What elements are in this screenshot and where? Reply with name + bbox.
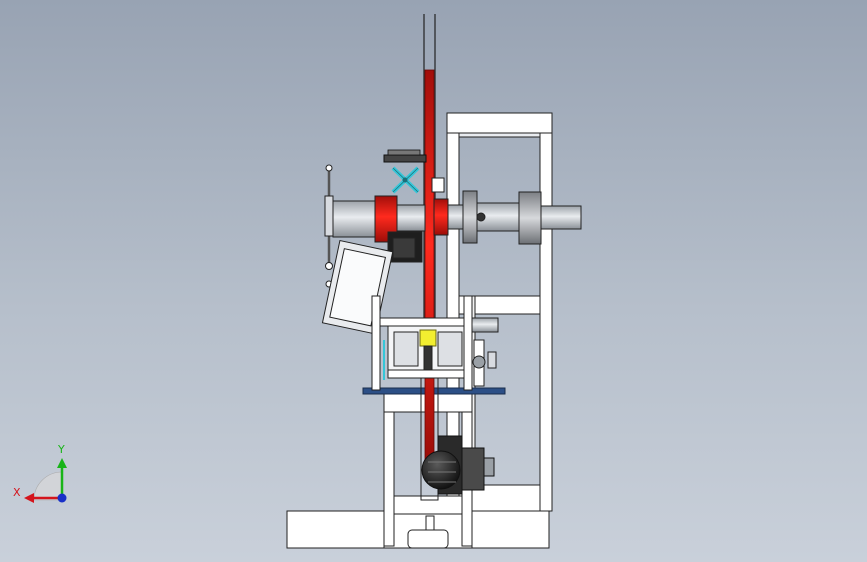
handle-lever [324,164,334,288]
clamp-fixture [371,295,499,391]
scissor-linkage [383,149,445,194]
coordinate-triad-icon [24,458,67,503]
y-axis-label: Y [58,443,65,456]
x-axis-label: X [13,486,21,499]
electric-motor [421,435,495,495]
horizontal-shaft-assembly [332,190,582,263]
